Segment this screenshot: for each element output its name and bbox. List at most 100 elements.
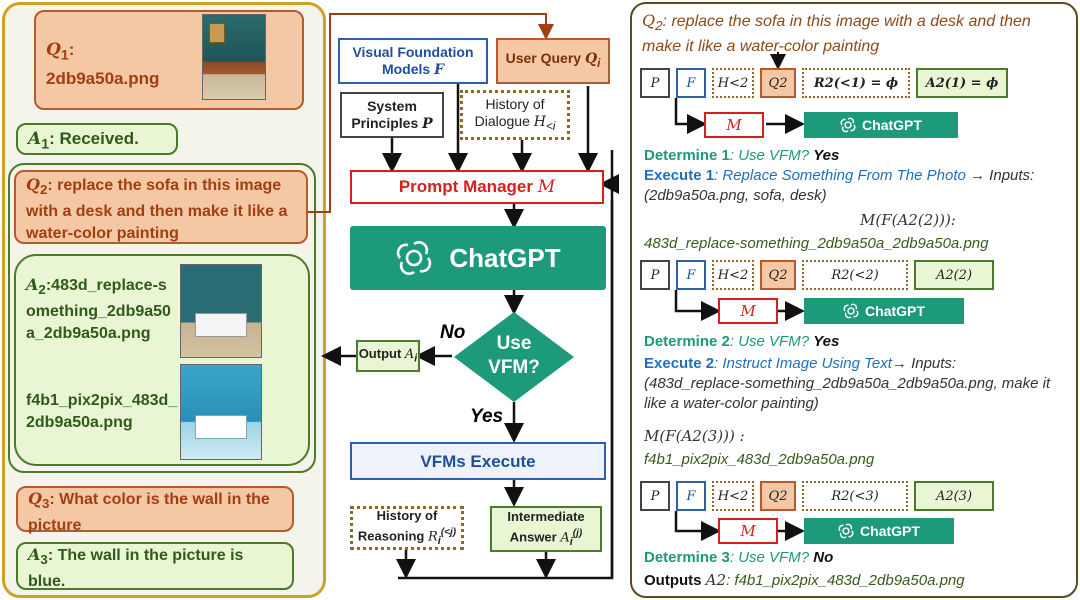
row3-query: Q2 [760,481,796,511]
system-principles-symbol: P [422,115,433,132]
row1-prompt-manager: M [704,112,764,138]
a1-text: : Received. [49,129,139,148]
execute1-inputs: → Inputs: (2db9a50a.png, sofa, desk) [644,167,1035,204]
right-q2-symbol: Q [642,11,656,30]
row1-vfm: F [676,68,706,98]
chatgpt-box: ChatGPT [350,226,606,290]
yes-label: Yes [470,406,504,427]
a2-symbol: A [26,275,39,294]
right-q2-title: Q2: replace the sofa in this image with … [642,10,1062,57]
row3-answer: A2(3) [914,481,994,511]
q2-text: : replace the sofa in this image with a … [26,177,288,243]
history-reasoning-symbol: R [428,528,438,544]
a3-bubble: A3: The wall in the picture is blue. [16,542,294,590]
history-reasoning-box: History of Reasoning Ri(<j) [350,506,464,550]
row2-chatgpt: ChatGPT [804,298,964,324]
intermediate-answer-symbol: A [560,529,570,545]
row2-principles: P [640,260,670,290]
q2-bubble: Q2: replace the sofa in this image with … [14,170,308,244]
output-subscript: i [414,352,418,365]
no-label: No [440,322,466,343]
row3-chatgpt-label: ChatGPT [860,523,920,539]
row3-prompt-manager: M [718,518,778,544]
execute1-label: Execute 1 [644,167,715,184]
row2-history: H<2 [712,260,754,290]
row3-history: H<2 [712,481,754,511]
determine3-label: Determine 3 [644,549,730,566]
use-vfm-label: Use VFM? [474,326,554,386]
intermediate-answer-label: Intermediate Answer [507,508,585,544]
q2-symbol: Q [26,175,40,194]
vfms-execute-label: VFMs Execute [420,451,536,471]
determine2-question: : Use VFM? [729,333,810,350]
row2-answer: A2(2) [914,260,994,290]
row2-chatgpt-label: ChatGPT [865,303,925,319]
desk-room-thumbnail [180,264,262,358]
row1-history: H<2 [712,68,754,98]
user-query-box: User Query Qi [496,38,610,84]
openai-logo-icon [838,523,854,539]
right-q2-text: : replace the sofa in this image with a … [642,13,1031,56]
determine3-line: Determine 3: Use VFM? No [644,548,833,568]
row3-chatgpt: ChatGPT [804,518,954,544]
history-dialogue-symbol: H [533,113,546,130]
q3-text: : What color is the wall in the picture [28,491,270,535]
openai-logo-icon [397,241,432,275]
a1-symbol: A [28,129,42,149]
intermediate-answer-box: Intermediate Answer Ai(j) [490,506,602,552]
row1-query: Q2 [760,68,796,98]
execute1-line: Execute 1: Replace Something From The Ph… [644,166,1058,206]
watercolor-room-thumbnail [180,364,262,460]
execute2-text: : Instruct Image Using Text [714,355,892,372]
determine1-question: : Use VFM? [729,147,810,164]
q1-filename: 2db9a50a.png [46,69,160,89]
right-q2-subscript: 2 [655,18,663,34]
outputs-symbol: A2 [705,571,727,589]
openai-logo-icon [840,117,856,133]
vfm-models-symbol: F [434,61,445,78]
q2-subscript: 2 [39,182,48,198]
execute2-formula: M(F(A2(3))) : [644,427,745,445]
row1-chatgpt-label: ChatGPT [862,117,922,133]
sofa-room-thumbnail [202,14,266,100]
q3-bubble: Q3: What color is the wall in the pictur… [16,486,294,535]
use-vfm-diamond [454,312,574,402]
a3-text: : The wall in the picture is blue. [28,547,244,591]
history-dialogue-label: History of Dialogue [474,95,545,129]
q3-symbol: Q [28,489,42,508]
a2-subscript: 2 [38,282,46,298]
outputs-label: Outputs [644,572,702,589]
prompt-manager-label: Prompt Manager [398,177,533,196]
determine2-line: Determine 2: Use VFM? Yes [644,332,839,352]
execute1-text: : Replace Something From The Photo [714,167,966,184]
row1-reasoning: R2(<1) = ϕ [802,68,910,98]
determine1-answer: Yes [813,147,840,164]
use-vfm-text: Use VFM? [488,333,540,378]
execute2-line: Execute 2: Instruct Image Using Text→ In… [644,354,1060,414]
row3-reasoning: R2(<3) [802,481,908,511]
intermediate-answer-superscript: (j) [572,527,583,539]
openai-logo-icon [843,303,859,319]
intermediate-answer-subscript: i [569,535,573,548]
output-symbol: A [404,346,415,362]
user-query-subscript: i [597,56,601,70]
row1-answer: A2(1) = ϕ [916,68,1008,98]
determine3-answer: No [813,549,834,566]
turn2-container [8,163,316,473]
a2-file1: :483d_replace-something_2db9a50a_2db9a50… [26,277,171,343]
row1-principles: P [640,68,670,98]
chatgpt-label: ChatGPT [449,242,561,273]
determine1-line: Determine 1: Use VFM? Yes [644,146,839,166]
vfms-execute-box: VFMs Execute [350,442,606,480]
execute1-formula: M(F(A2(2))): [860,211,956,229]
history-dialogue-box: History of Dialogue H<i [460,90,570,140]
q1-symbol: Q [46,40,61,60]
execute1-result: 483d_replace-something_2db9a50a_2db9a50a… [644,235,989,252]
outputs-text: : f4b1_pix2pix_483d_2db9a50a.png [726,572,965,589]
a1-subscript: 1 [41,136,50,153]
vfm-models-label: Visual Foundation Models [352,43,474,77]
execute2-result: f4b1_pix2pix_483d_2db9a50a.png [644,451,875,468]
row2-vfm: F [676,260,706,290]
